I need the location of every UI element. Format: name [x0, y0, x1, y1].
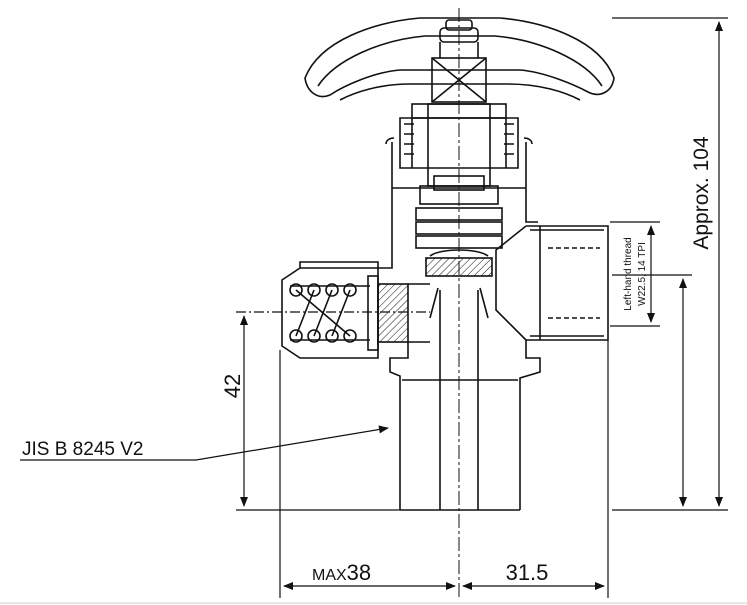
dim-thread: [610, 221, 660, 327]
dim-outlet-height: [612, 274, 692, 507]
dim-width-left-value: 38: [347, 560, 371, 585]
valve-body: [299, 137, 538, 277]
dim-total-height: [612, 17, 728, 511]
handwheel-hub: [431, 19, 487, 103]
standard-leader: [20, 425, 389, 461]
outlet-connection: [495, 225, 609, 341]
dim-width-left-prefix: MAX: [312, 567, 347, 584]
dim-total-height-label: Approx. 104: [690, 136, 713, 250]
dim-thread-label-line2: W22.5, 14 TPI: [637, 242, 648, 306]
handwheel: [304, 17, 615, 101]
dim-body-height-label: 42: [220, 374, 245, 398]
safety-device: [281, 267, 430, 359]
dim-bottom-widths: [279, 340, 609, 598]
valve-shank: [389, 287, 541, 511]
dim-thread-label-line1: Left-hand thread: [623, 237, 634, 310]
dim-width-right-label: 31.5: [506, 560, 549, 585]
dim-body-height: [236, 311, 430, 511]
dim-width-left-label: MAX38: [312, 560, 371, 585]
standard-label: JIS B 8245 V2: [22, 439, 143, 460]
